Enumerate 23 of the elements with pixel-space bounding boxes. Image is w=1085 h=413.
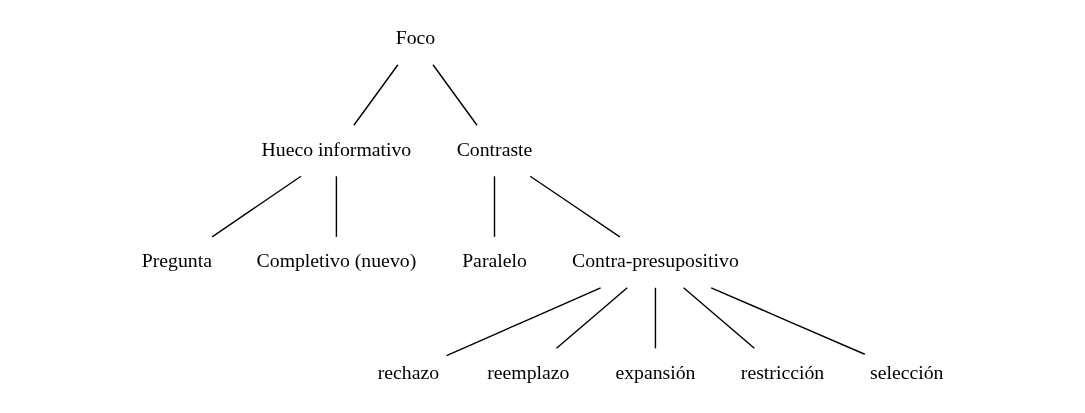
connector — [432, 64, 478, 126]
connector — [335, 175, 338, 238]
node-text: Completivo (nuevo) — [256, 249, 417, 272]
connector — [445, 287, 602, 357]
connector — [682, 287, 756, 350]
connector — [529, 175, 621, 238]
node-text: expansión — [615, 361, 696, 384]
node-text: restricción — [740, 361, 825, 384]
node-text: selección — [869, 361, 944, 384]
node-text: Foco — [395, 26, 436, 49]
connector — [211, 175, 302, 238]
node-text: Hueco informativo — [261, 137, 412, 160]
node-text: reemplazo — [487, 361, 570, 384]
node-text: Contraste — [456, 137, 533, 160]
node-text: rechazo — [377, 361, 440, 384]
node-text: Contra-presupositivo — [572, 249, 739, 272]
node-text: Paralelo — [462, 249, 527, 272]
node-text: Pregunta — [141, 249, 212, 272]
connector — [493, 175, 496, 238]
connector — [555, 287, 628, 350]
connector — [353, 64, 399, 126]
connector — [710, 287, 866, 355]
connector — [654, 287, 657, 350]
